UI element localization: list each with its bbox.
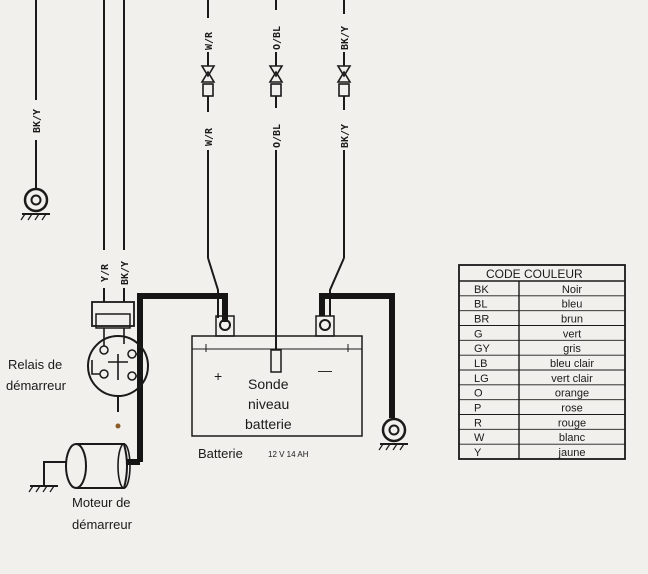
starter-motor	[28, 443, 140, 493]
color-table-name: gris	[563, 343, 581, 355]
color-table-name: blanc	[559, 432, 586, 444]
svg-text:O/BL: O/BL	[272, 26, 283, 50]
color-table-code: GY	[474, 343, 491, 355]
color-table-header: CODE COULEUR	[486, 267, 583, 281]
wire-label-left-bk-y: BK/Y	[32, 109, 43, 133]
level-probe	[270, 349, 282, 373]
battery-label-line3: batterie	[245, 416, 292, 432]
wire-label-relay-2: BK/Y	[120, 261, 131, 285]
relay-label-line2: démarreur	[6, 378, 67, 393]
relay-label-line1: Relais de	[8, 357, 62, 372]
wire-to-minus-terminal	[329, 257, 345, 316]
top-wire-w-r: W/R W/R	[200, 0, 216, 258]
color-table-name: vert clair	[551, 373, 593, 385]
ground-eyelet-left	[20, 187, 50, 221]
ground-eyelet-right	[378, 417, 408, 451]
color-table-code: BR	[474, 314, 489, 326]
battery-caption: Batterie	[198, 446, 243, 461]
color-table-code: Y	[474, 447, 482, 459]
wire-label-relay-1: Y/R	[100, 263, 111, 282]
cable-battery-minus	[319, 293, 395, 418]
color-table-name: Noir	[562, 284, 583, 296]
battery-plus-sign: +	[214, 368, 222, 384]
color-table-code: BL	[474, 299, 487, 311]
color-table-code: LG	[474, 373, 489, 385]
color-table-name: brun	[561, 314, 583, 326]
battery-minus-terminal	[315, 315, 335, 337]
motor-label-line1: Moteur de	[72, 495, 131, 510]
color-table-name: bleu clair	[550, 358, 594, 370]
color-table-code: O	[474, 388, 483, 400]
battery-minus-sign: —	[318, 362, 332, 378]
top-wire-o-bl: O/BL O/BL	[268, 0, 284, 350]
color-table-code: R	[474, 417, 482, 429]
color-table-name: jaune	[558, 447, 586, 459]
battery-label-line2: niveau	[248, 396, 289, 412]
cable-battery-plus	[137, 293, 228, 462]
battery: + — Sonde niveau batterie	[191, 315, 363, 437]
svg-text:O/BL: O/BL	[272, 124, 283, 148]
starter-relay	[87, 301, 149, 397]
color-table-code: BK	[474, 284, 489, 296]
color-table-name: orange	[555, 388, 589, 400]
color-table-code: LB	[474, 358, 487, 370]
battery-plus-terminal	[215, 315, 235, 337]
color-table-name: rose	[561, 403, 582, 415]
svg-text:W/R: W/R	[204, 127, 215, 146]
battery-spec: 12 V 14 AH	[268, 450, 309, 459]
svg-text:BK/Y: BK/Y	[340, 26, 351, 50]
svg-text:BK/Y: BK/Y	[340, 124, 351, 148]
motor-label-line2: démarreur	[72, 517, 133, 532]
wire-to-plus-terminal	[207, 257, 219, 318]
color-table-code: W	[474, 432, 485, 444]
color-table-name: bleu	[562, 299, 583, 311]
svg-text:W/R: W/R	[204, 31, 215, 50]
top-wire-bk-y: BK/Y BK/Y	[336, 0, 352, 258]
color-table-code: G	[474, 328, 483, 340]
color-table-name: rouge	[558, 417, 586, 429]
color-table-code: P	[474, 403, 481, 415]
color-table-name: vert	[563, 328, 581, 340]
battery-label-line1: Sonde	[248, 376, 289, 392]
